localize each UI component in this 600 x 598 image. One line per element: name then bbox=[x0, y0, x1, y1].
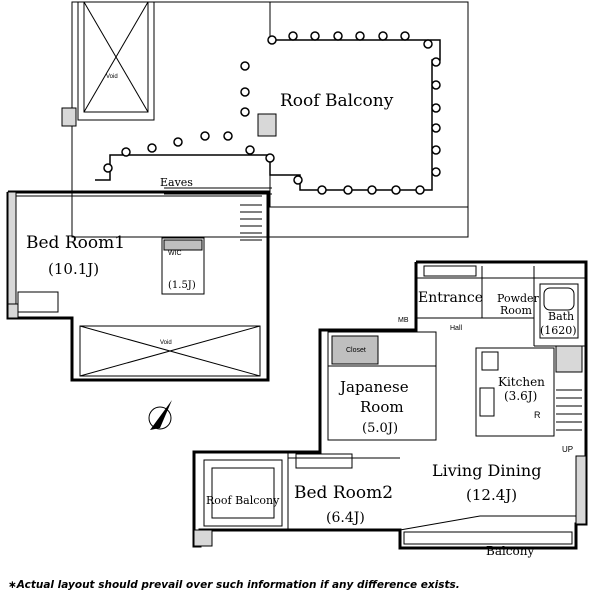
eaves-label: Eaves bbox=[160, 176, 193, 189]
hall-label: Hall bbox=[450, 325, 463, 332]
living-dining-size: (12.4J) bbox=[466, 486, 517, 504]
kitchen-size: (3.6J) bbox=[504, 389, 537, 403]
bedroom1-size: (10.1J) bbox=[48, 260, 99, 278]
roof-balcony-label: Roof Balcony bbox=[280, 91, 394, 111]
japanese-room-label-a: Japanese bbox=[338, 378, 409, 396]
bedroom1-block bbox=[6, 190, 270, 382]
powder-room-label-b: Room bbox=[500, 304, 533, 317]
north-arrow-icon bbox=[148, 400, 172, 430]
disclaimer-footnote: ∗Actual layout should prevail over such … bbox=[8, 579, 460, 591]
roof-balcony-small-label: Roof Balcony bbox=[206, 494, 280, 507]
bath-label: Bath bbox=[548, 310, 574, 323]
planter-posts bbox=[103, 31, 441, 195]
bedroom2-label: Bed Room2 bbox=[294, 483, 393, 503]
refrigerator-label: R bbox=[534, 410, 541, 420]
lower-floor-block bbox=[192, 260, 588, 550]
japanese-room-size: (5.0J) bbox=[362, 421, 398, 436]
kitchen-label: Kitchen bbox=[498, 375, 545, 389]
void-label-2: Void bbox=[160, 340, 172, 346]
bedroom1-label: Bed Room1 bbox=[26, 233, 125, 253]
closet1-size: (1.5J) bbox=[168, 280, 196, 291]
mb-label: MB bbox=[398, 317, 409, 324]
up-label: UP bbox=[562, 445, 573, 454]
closet-label: Closet bbox=[346, 347, 366, 354]
balcony-label: Balcony bbox=[486, 544, 534, 558]
roof-balcony-area bbox=[61, 1, 469, 238]
bedroom2-size: (6.4J) bbox=[326, 510, 365, 526]
void-label-1: Void bbox=[106, 74, 118, 80]
powder-room-label-a: Powder bbox=[497, 292, 540, 305]
wic-label: WIC bbox=[168, 250, 182, 257]
entrance-label: Entrance bbox=[418, 290, 483, 306]
japanese-room-label-b: Room bbox=[360, 398, 404, 416]
living-dining-label: Living Dining bbox=[432, 461, 541, 480]
bath-size: (1620) bbox=[540, 324, 577, 337]
